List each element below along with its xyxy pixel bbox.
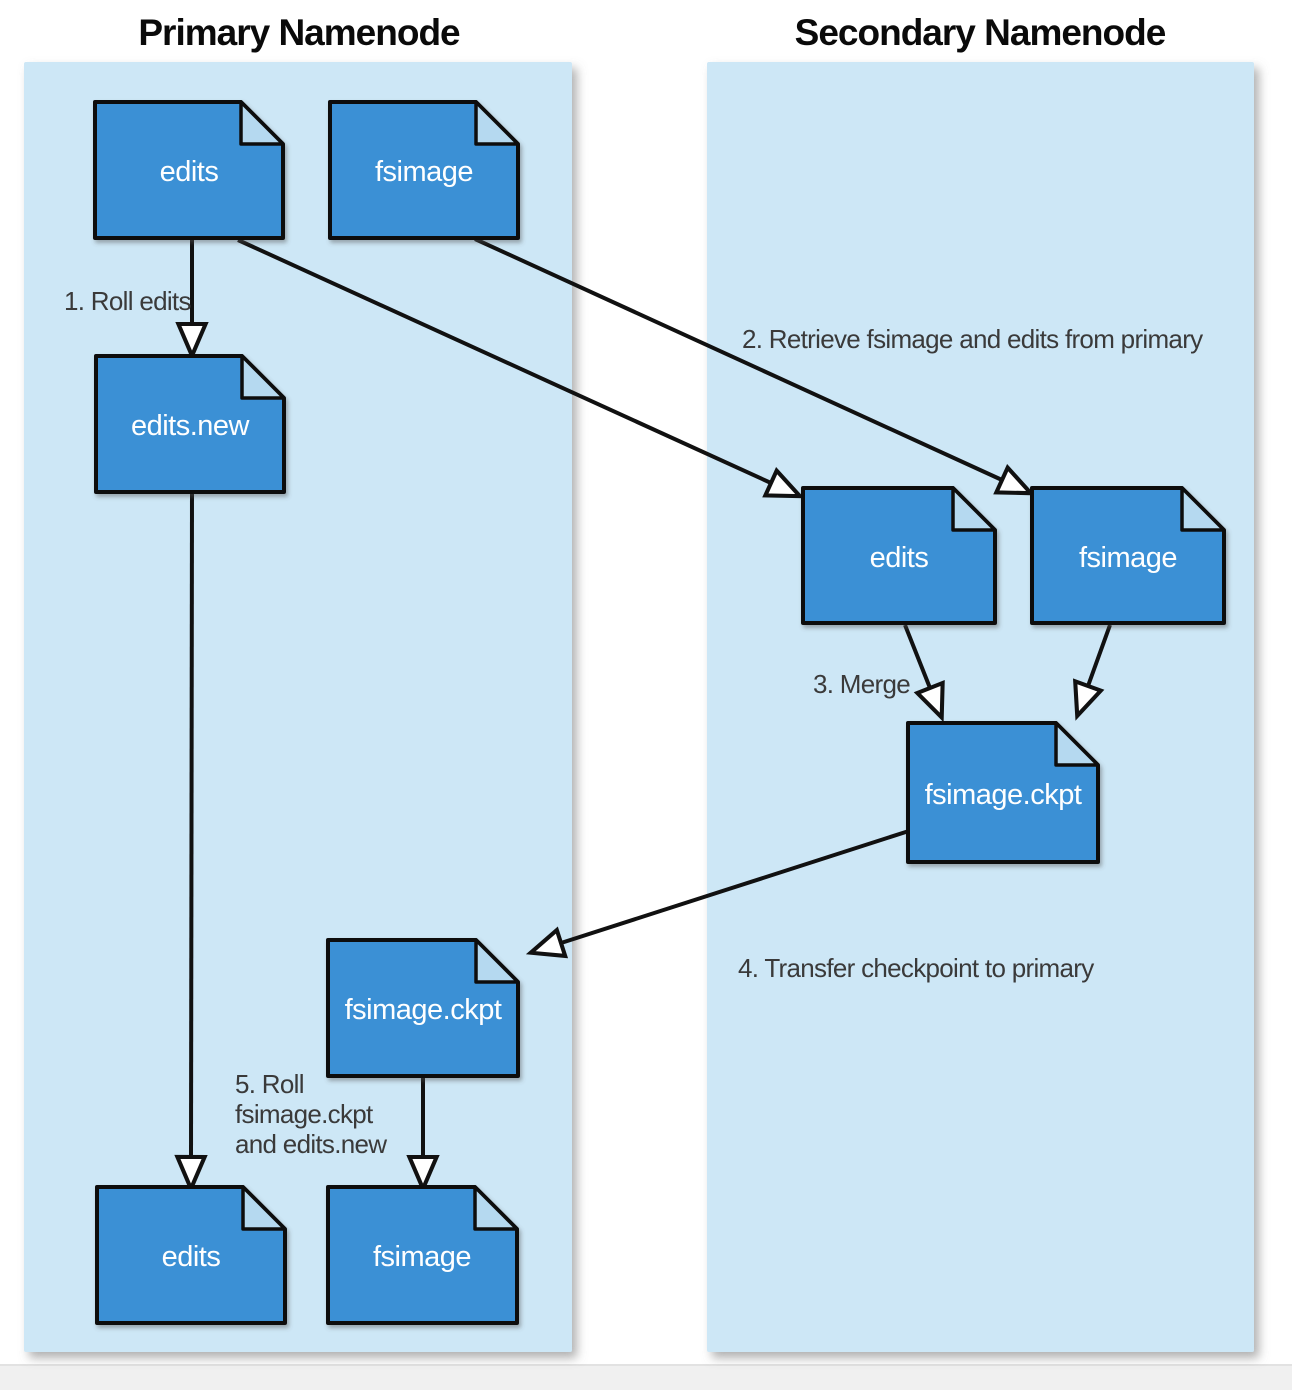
footer-divider <box>0 1364 1292 1366</box>
document-label: fsimage <box>1079 542 1177 574</box>
step5-label-line2: fsimage.ckpt <box>235 1099 374 1129</box>
doc-primary-edits-bottom: edits <box>95 1185 287 1325</box>
step2-label: 2. Retrieve fsimage and edits from prima… <box>742 324 1203 354</box>
arrow-merge-edits <box>903 624 945 723</box>
folded-corner <box>240 354 286 400</box>
document-label: fsimage <box>375 156 473 188</box>
document-label: fsimage.ckpt <box>345 994 502 1026</box>
secondary-namenode-panel <box>707 62 1254 1352</box>
document-shape <box>94 354 286 494</box>
arrow-roll-edits-new <box>174 491 208 1194</box>
document-shape <box>93 100 285 240</box>
folded-corner <box>951 486 997 532</box>
document-shape <box>95 1185 287 1325</box>
folded-corner <box>241 1185 287 1231</box>
document-shape <box>328 100 520 240</box>
arrow-retrieve-edits <box>237 238 805 499</box>
connectors <box>174 237 1112 1194</box>
doc-secondary-fsimage: fsimage <box>1030 486 1226 625</box>
arrow-retrieve-fsimage <box>474 237 1036 496</box>
step4-label: 4. Transfer checkpoint to primary <box>738 953 1094 983</box>
folded-corner <box>473 1185 519 1231</box>
folded-corner <box>239 100 285 146</box>
document-shape <box>906 721 1100 864</box>
primary-namenode-title: Primary Namenode <box>138 12 460 53</box>
footer-strip <box>0 1366 1292 1390</box>
doc-primary-edits-top: edits <box>93 100 285 240</box>
doc-primary-edits-new: edits.new <box>94 354 286 494</box>
folded-corner <box>1180 486 1226 532</box>
document-shape <box>801 486 997 625</box>
folded-corner <box>474 100 520 146</box>
folded-corner <box>474 938 520 984</box>
document-shape <box>326 938 520 1078</box>
document-label: edits <box>162 1241 221 1273</box>
document-label: edits <box>160 156 219 188</box>
step5-label-line3: and edits.new <box>235 1129 387 1159</box>
secondary-namenode-title: Secondary Namenode <box>795 12 1166 53</box>
step5-label-line1: 5. Roll <box>235 1069 304 1099</box>
document-label: edits.new <box>131 410 251 442</box>
doc-secondary-edits: edits <box>801 486 997 625</box>
document-shape <box>326 1185 519 1325</box>
step1-label: 1. Roll edits <box>64 286 191 316</box>
doc-primary-fsimage-bottom: fsimage <box>326 1185 519 1325</box>
doc-secondary-fsimage-ckpt: fsimage.ckpt <box>906 721 1100 864</box>
doc-primary-fsimage-ckpt: fsimage.ckpt <box>326 938 520 1078</box>
document-label: edits <box>870 542 929 574</box>
step-labels: 1. Roll edits 2. Retrieve fsimage and ed… <box>64 286 1204 1159</box>
document-shape <box>1030 486 1226 625</box>
doc-primary-fsimage-top: fsimage <box>328 100 520 240</box>
arrow-merge-fsimage <box>1072 624 1112 721</box>
step3-label: 3. Merge <box>813 669 910 699</box>
document-label: fsimage <box>373 1241 471 1273</box>
document-label: fsimage.ckpt <box>925 779 1082 811</box>
arrow-transfer-checkpoint <box>525 828 913 959</box>
folded-corner <box>1054 721 1100 767</box>
